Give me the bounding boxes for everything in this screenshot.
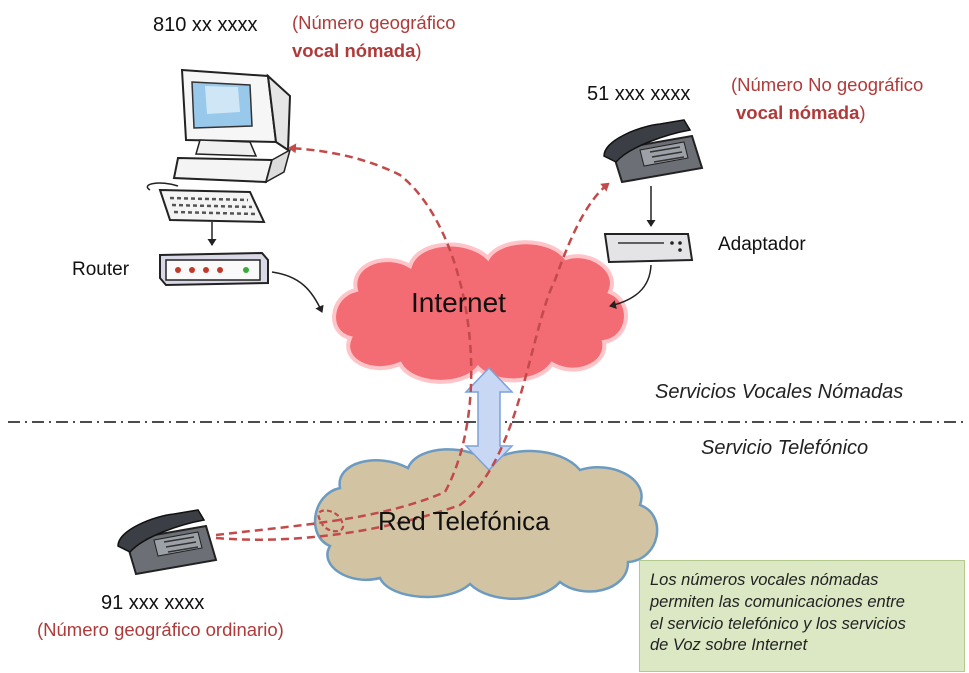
zone-label-telephone: Servicio Telefónico [701, 437, 869, 459]
call-path-to-computer [215, 143, 473, 537]
voip-number-type-bold: vocal nómada [736, 102, 860, 123]
note-line-4: de Voz sobre Internet [650, 636, 808, 655]
note-line-1: Los números vocales nómadas [650, 571, 879, 589]
computer-number-type-close: ) [415, 40, 422, 61]
voip-number-type-line1: (Número No geográfico [731, 74, 924, 95]
fixed-phone-icon [117, 509, 218, 576]
computer-number: 810 xx xxxx [153, 14, 258, 36]
note-line-3: el servicio telefónico y los servicios [650, 614, 906, 633]
fixed-phone-number: 91 xxx xxxx [101, 592, 205, 614]
voip-number-type-line2: vocal nómada) [736, 102, 866, 124]
adapter-icon [603, 233, 694, 264]
explanatory-note: Los números vocales nómadas permiten las… [639, 560, 965, 672]
zone-label-nomadic: Servicios Vocales Nómadas [655, 381, 904, 403]
router-icon [159, 251, 269, 287]
computer-number-type-line2: vocal nómada) [292, 40, 422, 62]
phone-network-label: Red Telefónica [378, 506, 550, 536]
adapter-label: Adaptador [718, 234, 806, 255]
voip-phone-number: 51 xxx xxxx [587, 83, 691, 105]
router-label: Router [72, 259, 130, 280]
call-path-loop [317, 509, 345, 533]
computer-number-type-line1: (Número geográfico [292, 12, 456, 33]
fixed-phone-number-type: (Número geográfico ordinario) [37, 619, 284, 640]
voip-number-type-close: ) [859, 102, 866, 123]
internet-label: Internet [411, 287, 506, 318]
internet-cloud [332, 240, 628, 384]
computer-icon [146, 68, 292, 224]
voip-phone-icon [603, 119, 704, 184]
computer-number-type-bold: vocal nómada [292, 40, 416, 61]
note-line-2: permiten las comunicaciones entre [650, 592, 905, 611]
